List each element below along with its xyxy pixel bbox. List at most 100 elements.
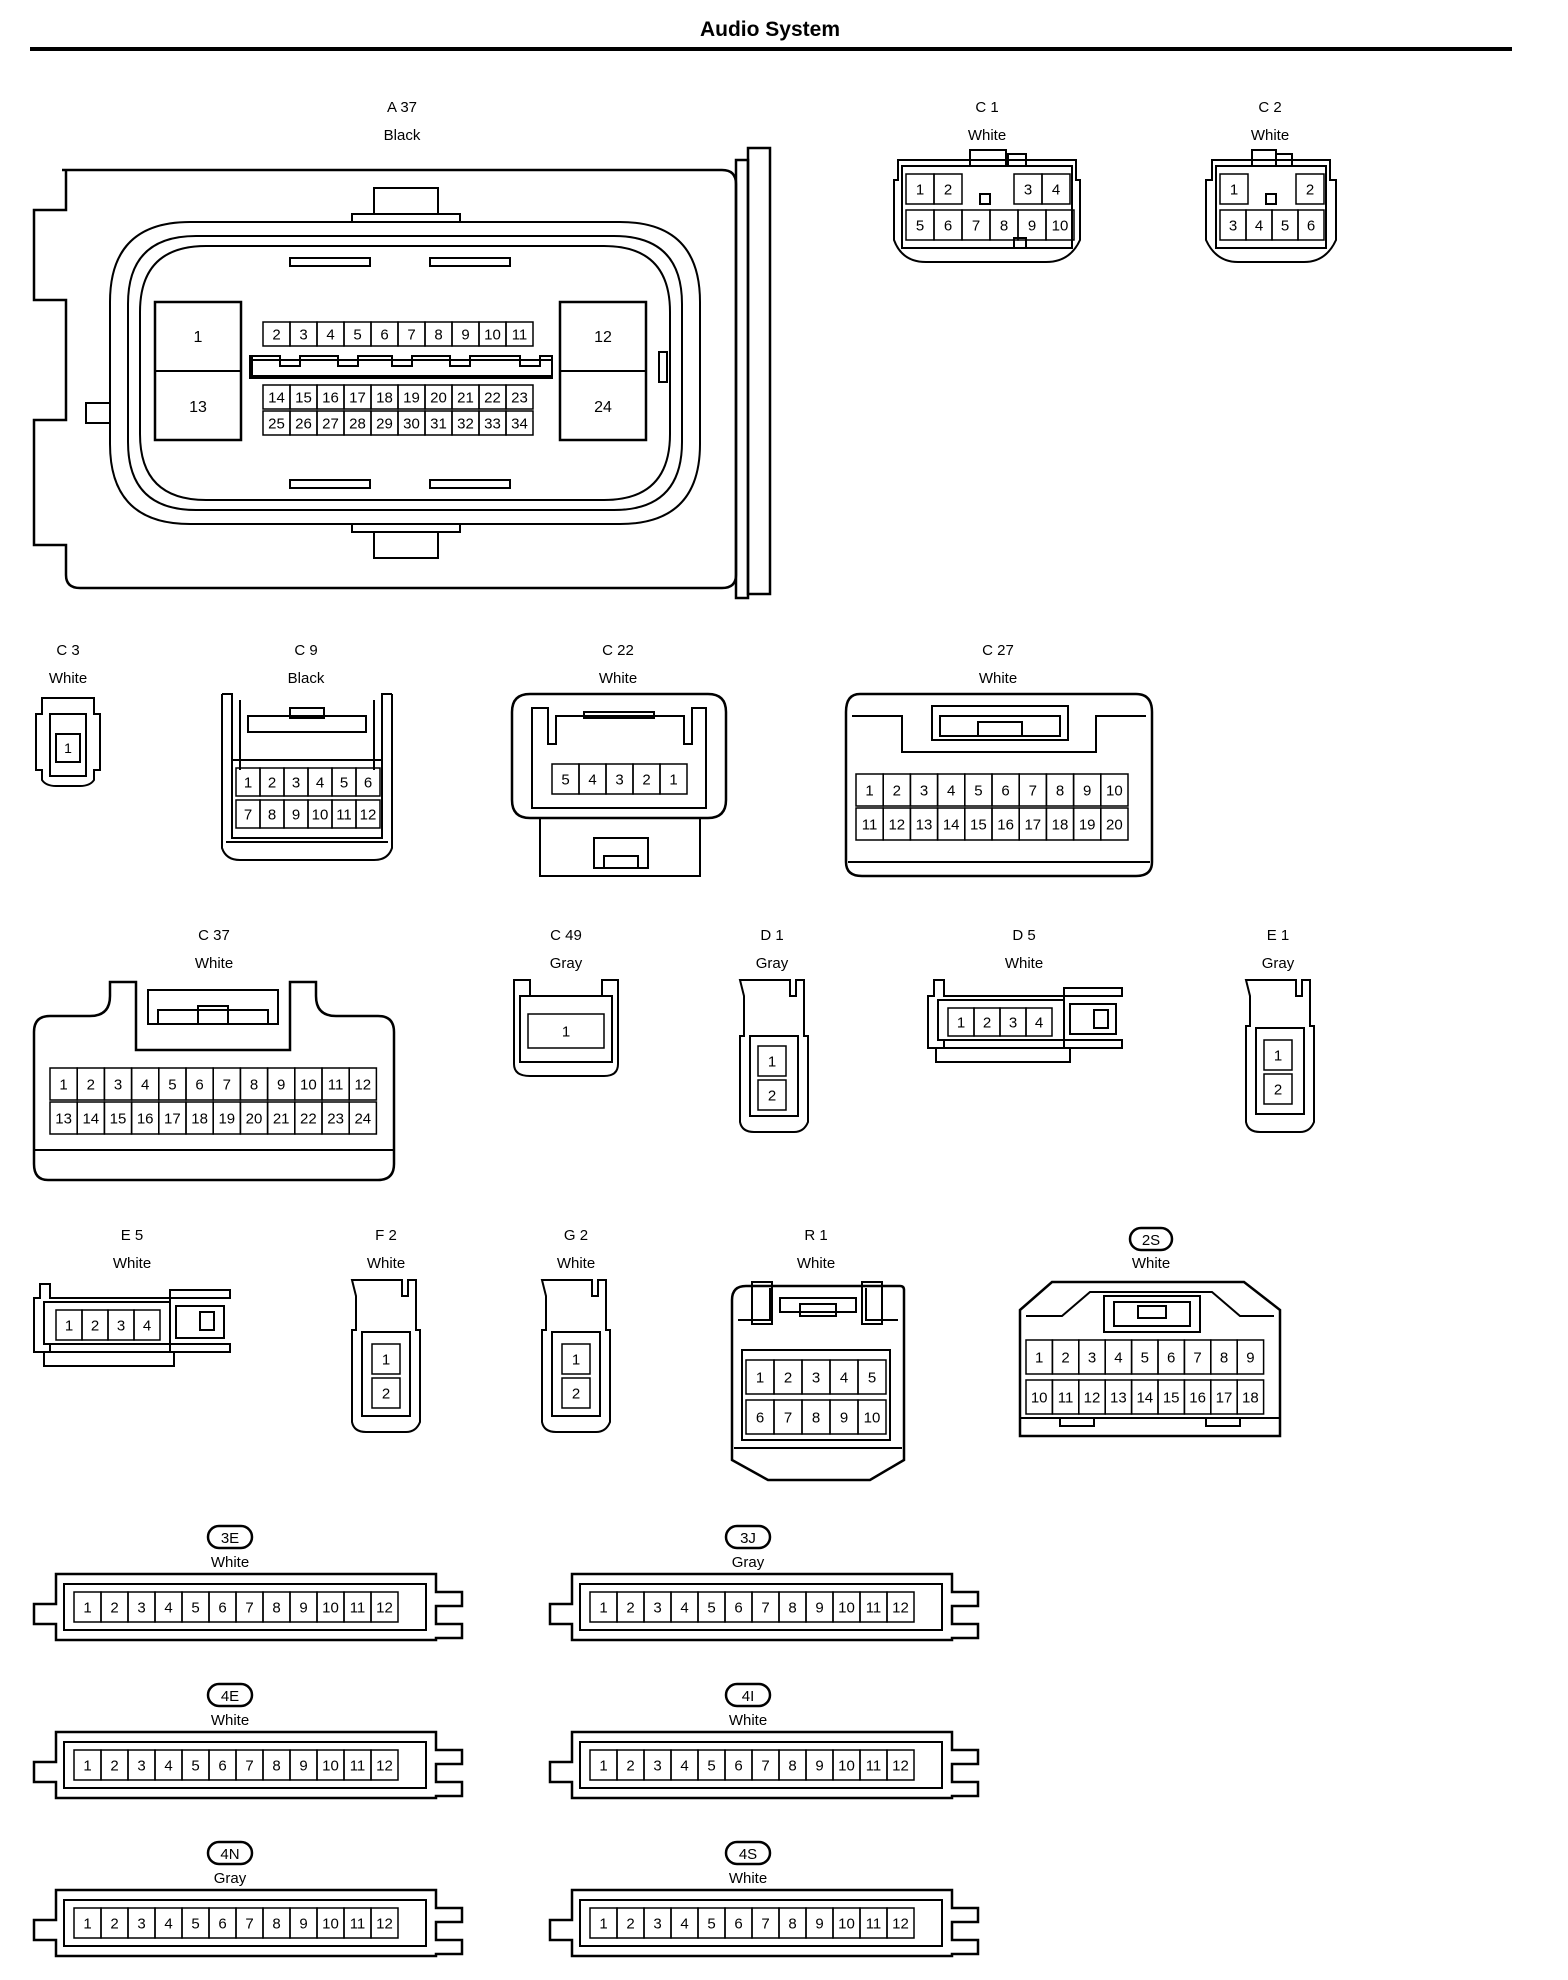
pin-number: 11 xyxy=(866,1599,882,1616)
pin-cell: 2 xyxy=(100,1591,129,1623)
connector-id: C 3 xyxy=(56,642,79,659)
connector-id: C 49 xyxy=(550,927,582,944)
pin-cell: 9 xyxy=(283,799,309,829)
connector-d1: D 1 Gray 12 xyxy=(738,927,809,1133)
pin-cell: 8 xyxy=(989,209,1019,241)
pin-cell: 12 xyxy=(355,799,381,829)
pin-cell: 4 xyxy=(1245,209,1273,241)
pin-cell: 9 xyxy=(1017,209,1047,241)
pin-cell: 1 xyxy=(73,1749,102,1781)
connector-color: White xyxy=(1251,127,1289,144)
pin-number: 1 xyxy=(382,1351,390,1368)
pin-cell: 5 xyxy=(181,1907,210,1939)
pin-number: 11 xyxy=(866,1757,882,1774)
pin-cell: 4 xyxy=(578,763,607,795)
pin-cell: 2 xyxy=(81,1309,109,1341)
pin-cell: 4 xyxy=(1104,1339,1133,1375)
pin-cell: 1 xyxy=(757,1045,787,1077)
pin-number: 1 xyxy=(599,1599,607,1616)
pin-cell: 2 xyxy=(100,1907,129,1939)
pin-number: 8 xyxy=(268,806,276,823)
pin-number: 4 xyxy=(1114,1349,1122,1366)
pin-number: 3 xyxy=(137,1757,145,1774)
pin-number: 8 xyxy=(812,1409,820,1426)
connector-color: White xyxy=(797,1255,835,1272)
pin-number: 2 xyxy=(983,1014,991,1031)
pin-cell: 5 xyxy=(181,1749,210,1781)
pin-number: 3 xyxy=(137,1599,145,1616)
pin-number: 3 xyxy=(1009,1014,1017,1031)
pins-d1: 12 xyxy=(757,1045,787,1111)
pin-cell: 1 xyxy=(55,1309,83,1341)
pin-number: 6 xyxy=(734,1757,742,1774)
pin-number: 2 xyxy=(87,1076,95,1093)
pin-1: 1 xyxy=(194,329,203,346)
connector-color: Gray xyxy=(214,1870,247,1887)
pin-number: 7 xyxy=(1029,782,1037,799)
pin-number: 20 xyxy=(1106,816,1123,833)
pin-cell: 10 xyxy=(294,1067,323,1101)
pin-number: 7 xyxy=(244,806,252,823)
pin-number: 8 xyxy=(788,1757,796,1774)
pin-number: 12 xyxy=(376,1599,393,1616)
pin-number: 3 xyxy=(299,326,307,343)
pin-number: 10 xyxy=(1106,782,1123,799)
pin-number: 12 xyxy=(376,1757,393,1774)
pin-cell: 7 xyxy=(751,1907,780,1939)
pin-number: 7 xyxy=(784,1409,792,1426)
pin-number: 6 xyxy=(756,1409,764,1426)
pin-number: 22 xyxy=(300,1110,317,1127)
title-rule xyxy=(30,47,1512,51)
pin-cell: 7 xyxy=(212,1067,242,1101)
pin-cell: 6 xyxy=(745,1399,775,1435)
connector-id: D 1 xyxy=(760,927,783,944)
connector-color: White xyxy=(729,1712,767,1729)
pin-number: 6 xyxy=(1001,782,1009,799)
pin-number: 10 xyxy=(864,1409,881,1426)
pin-cell: 8 xyxy=(1210,1339,1238,1375)
pin-cell: 9 xyxy=(289,1749,318,1781)
pins-g2: 12 xyxy=(561,1343,591,1409)
pin-number: 3 xyxy=(920,782,928,799)
connector-id: C 1 xyxy=(975,99,998,116)
pin-cell: 3 xyxy=(643,1907,672,1939)
pin-number: 4 xyxy=(680,1599,688,1616)
pin-cell: 22 xyxy=(294,1101,323,1135)
pin-number: 12 xyxy=(892,1915,909,1932)
pin-cell: 11 xyxy=(343,1591,372,1623)
pin-number: 1 xyxy=(1035,1349,1043,1366)
pin-number: 7 xyxy=(245,1599,253,1616)
pin-cell: 1 xyxy=(855,773,884,807)
pin-number: 13 xyxy=(1110,1389,1127,1406)
pin-cell: 2 xyxy=(259,767,285,797)
pin-number: 1 xyxy=(59,1076,67,1093)
pin-number: 2 xyxy=(1061,1349,1069,1366)
pin-number: 33 xyxy=(484,415,501,432)
connector-id: C 9 xyxy=(294,642,317,659)
pin-number: 3 xyxy=(653,1599,661,1616)
pin-cell: 33 xyxy=(478,410,507,436)
pin-number: 11 xyxy=(328,1076,344,1093)
pin-cell: 4 xyxy=(154,1591,183,1623)
pin-number: 10 xyxy=(838,1915,855,1932)
pin-number: 6 xyxy=(195,1076,203,1093)
pin-number: 12 xyxy=(360,806,377,823)
pin-number: 4 xyxy=(1052,181,1060,198)
pin-number: 7 xyxy=(245,1757,253,1774)
pin-cell: 3 xyxy=(107,1309,135,1341)
pin-number: 23 xyxy=(511,389,528,406)
pin-number: 10 xyxy=(312,806,329,823)
pin-number: 3 xyxy=(117,1317,125,1334)
pin-cell: 10 xyxy=(478,321,507,347)
pin-number: 1 xyxy=(768,1053,776,1070)
pin-number: 8 xyxy=(788,1915,796,1932)
pin-cell: 10 xyxy=(1025,1379,1054,1415)
pin-number: 11 xyxy=(350,1757,366,1774)
pin-cell: 11 xyxy=(343,1749,372,1781)
